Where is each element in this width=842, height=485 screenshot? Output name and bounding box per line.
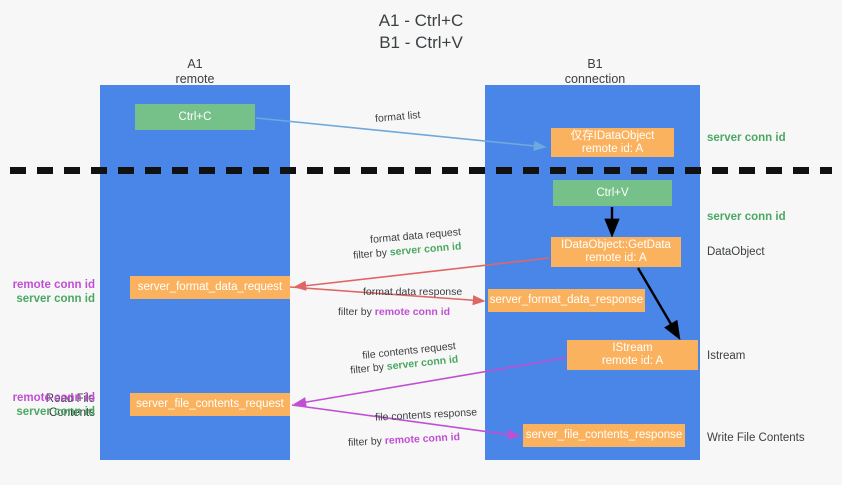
arrow-file-contents-response <box>291 404 521 440</box>
lane-b1-role: connection <box>564 71 626 86</box>
node-idataobject: 仅存IDataObject remote id: A <box>551 128 674 157</box>
node-istream: IStream remote id: A <box>567 340 698 370</box>
arrow-format-data-request <box>293 257 550 291</box>
node-idataobject-line1: 仅存IDataObject <box>570 129 655 142</box>
phase-separator <box>10 167 832 174</box>
arrow-file-contents-request <box>293 357 566 408</box>
arrow-getdata-to-istream <box>636 267 681 341</box>
node-istream-line2: remote id: A <box>601 355 664 367</box>
node-ctrl-v: Ctrl+V <box>553 180 672 206</box>
page-title: A1 - Ctrl+C B1 - Ctrl+V <box>0 10 842 54</box>
lane-b1-name: B1 <box>587 57 603 71</box>
label-server-conn-id-1: server conn id <box>16 293 95 305</box>
node-ctrl-c-label: Ctrl+C <box>178 110 212 123</box>
node-sfcreq-label: server_file_contents_request <box>136 398 284 410</box>
title-line-1: A1 - Ctrl+C <box>378 11 464 30</box>
node-sfdres-label: server_format_data_response <box>489 294 644 306</box>
label-write-file-contents: Write File Contents <box>707 432 805 444</box>
lane-header-b1: B1 connection <box>510 57 680 86</box>
label-conn-ids-format: remote conn id server conn id <box>10 278 95 306</box>
label-dataobject: DataObject <box>707 246 765 258</box>
node-ctrl-c: Ctrl+C <box>135 104 255 130</box>
label-istream: Istream <box>707 350 746 362</box>
node-idataobject-getdata: IDataObject::GetData remote id: A <box>551 237 681 267</box>
node-istream-line1: IStream <box>612 342 653 354</box>
label-remote-conn-id-1: remote conn id <box>12 279 95 291</box>
lane-a1-role: remote <box>175 71 215 86</box>
filter-value-2: remote conn id <box>374 306 451 318</box>
label-conn-ids-file: remote conn id server conn id <box>10 391 95 419</box>
edge-filter-format-data-response: filter by remote conn id <box>338 306 450 318</box>
node-getdata-line2: remote id: A <box>585 252 647 264</box>
label-server-conn-id-top: server conn id <box>707 132 786 144</box>
label-server-conn-id-mid: server conn id <box>707 211 786 223</box>
edge-label-format-data-response: format data response <box>363 286 463 298</box>
label-server-conn-id-2: server conn id <box>16 406 95 418</box>
node-ctrl-v-label: Ctrl+V <box>596 186 629 199</box>
node-idataobject-line2: remote id: A <box>581 142 644 155</box>
title-line-2: B1 - Ctrl+V <box>379 33 463 52</box>
label-remote-conn-id-2: remote conn id <box>12 392 95 404</box>
arrow-format-list <box>255 117 547 151</box>
arrow-format-data-response <box>289 286 486 306</box>
filter-prefix-2: filter by <box>338 306 372 318</box>
filter-prefix-4: filter by <box>347 435 383 449</box>
node-server-format-data-request: server_format_data_request <box>130 276 290 299</box>
lane-a1-name: A1 <box>187 57 203 71</box>
node-sfcres-label: server_file_contents_response <box>525 429 683 441</box>
node-getdata-line1: IDataObject::GetData <box>561 239 671 251</box>
node-server-file-contents-request: server_file_contents_request <box>130 393 290 416</box>
node-sfdreq-label: server_format_data_request <box>137 281 283 293</box>
node-server-file-contents-response: server_file_contents_response <box>523 424 685 447</box>
lane-header-a1: A1 remote <box>110 57 280 86</box>
label-read-file-contents: Read File Contents <box>45 393 95 419</box>
node-server-format-data-response: server_format_data_response <box>488 289 645 312</box>
